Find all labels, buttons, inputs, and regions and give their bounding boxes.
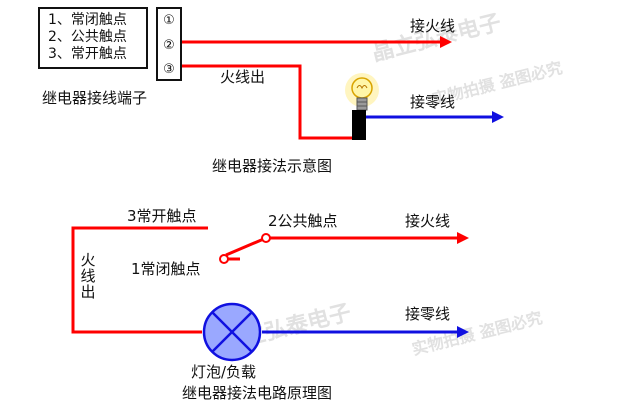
top-live-arrow (440, 36, 452, 48)
bottom-neutral-arrow (457, 326, 469, 338)
top-neutral-arrow (492, 111, 504, 123)
top-live-out-label: 火线出 (220, 68, 266, 86)
bottom-common-terminal (261, 233, 271, 243)
terminal-no: 3、常开触点 (48, 46, 127, 62)
terminal-caption: 继电器接线端子 (42, 89, 148, 107)
bottom-nc-contact-label: 1常闭触点 (131, 260, 201, 278)
bottom-nc-terminal (219, 254, 229, 264)
terminal-number-2: ② (163, 38, 175, 53)
bottom-live-out-label: 火线出 (80, 251, 96, 301)
top-live-in-label: 接火线 (410, 17, 456, 35)
terminal-number-3: ③ (163, 62, 175, 77)
top-diagram-caption: 继电器接法示意图 (212, 157, 333, 175)
terminal-nc: 1、常闭触点 (48, 12, 127, 28)
top-live-out-wire (182, 64, 352, 140)
bottom-common-contact-label: 2公共触点 (268, 212, 338, 230)
lamp-load-icon (202, 302, 262, 362)
terminal-common: 2、公共触点 (48, 29, 127, 45)
bottom-live-arrow (457, 232, 469, 244)
bottom-live-out-wire (71, 226, 208, 334)
lamp-load-label: 灯泡/负载 (191, 363, 257, 381)
bottom-live-in-label: 接火线 (405, 212, 451, 230)
bottom-neutral-label: 接零线 (405, 305, 451, 323)
terminal-number-block: ① ② ③ (156, 7, 182, 81)
light-bulb-icon (345, 73, 379, 140)
bottom-no-contact-label: 3常开触点 (127, 207, 197, 225)
relay-terminal-list: 1、常闭触点 2、公共触点 3、常开触点 (38, 7, 148, 69)
bottom-switch-arm (225, 236, 267, 257)
top-neutral-label: 接零线 (410, 93, 456, 111)
bottom-diagram-caption: 继电器接法电路原理图 (182, 384, 333, 402)
terminal-number-1: ① (163, 13, 175, 28)
